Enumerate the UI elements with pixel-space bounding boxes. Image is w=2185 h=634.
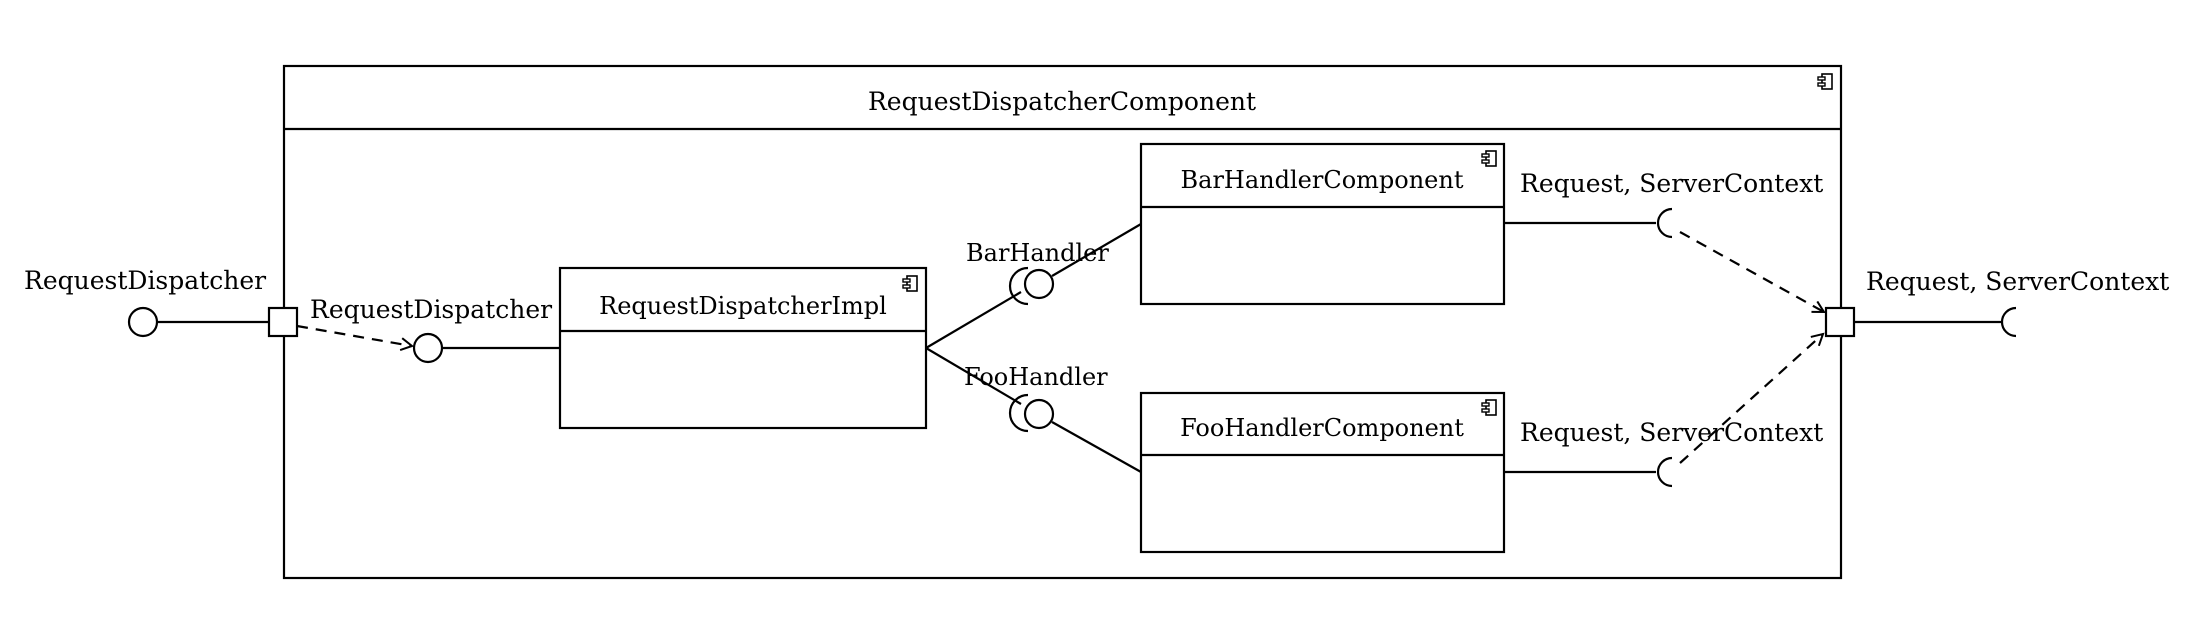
foo-handler-label: FooHandler	[964, 363, 1108, 391]
foo-component-title: FooHandlerComponent	[1180, 414, 1464, 442]
left-delegation-arrow	[296, 324, 412, 346]
foo-handler-connector: FooHandler	[925, 347, 1142, 473]
inner-provided-interface-label: RequestDispatcher	[310, 295, 552, 324]
impl-component: RequestDispatcherImpl	[558, 266, 928, 430]
right-required-interface: Request, ServerContext	[1854, 267, 2169, 338]
outer-component-title: RequestDispatcherComponent	[868, 87, 1256, 116]
outer-component: RequestDispatcherComponent	[282, 64, 1843, 580]
foo-required-interface-label: Request, ServerContext	[1520, 418, 1823, 447]
bar-required-interface-label: Request, ServerContext	[1520, 169, 1823, 198]
inner-provided-interface: RequestDispatcher	[310, 295, 560, 364]
left-provided-interface: RequestDispatcher	[24, 266, 269, 338]
bar-component-title: BarHandlerComponent	[1181, 166, 1464, 194]
left-provided-interface-label: RequestDispatcher	[24, 266, 266, 295]
bar-handler-connector: BarHandler	[925, 223, 1142, 349]
component-icon	[902, 275, 918, 292]
component-icon	[1817, 73, 1833, 90]
bar-required-interface: Request, ServerContext	[1504, 169, 1823, 239]
bar-delegation-arrow	[1679, 231, 1824, 312]
foo-required-interface: Request, ServerContext	[1504, 418, 1823, 488]
foo-delegation-arrow	[1679, 334, 1823, 464]
component-icon	[1481, 150, 1497, 167]
right-port	[1824, 306, 1856, 338]
bar-handler-label: BarHandler	[966, 239, 1109, 267]
left-port	[267, 306, 299, 338]
foo-handler-component: FooHandlerComponent	[1139, 391, 1506, 554]
impl-component-title: RequestDispatcherImpl	[599, 292, 887, 320]
component-icon	[1481, 399, 1497, 416]
right-required-interface-label: Request, ServerContext	[1866, 267, 2169, 296]
bar-handler-component: BarHandlerComponent	[1139, 142, 1506, 306]
